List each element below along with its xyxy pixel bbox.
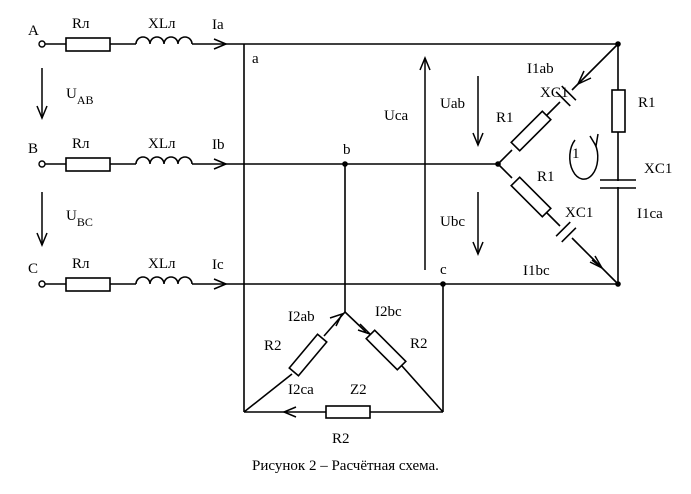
r1-ab-label: R1 [496, 110, 514, 126]
line-b [65, 156, 498, 172]
bus-wires [243, 44, 619, 412]
xc1-ca-label: XC1 [644, 161, 672, 177]
terminal-b-label: B [28, 141, 38, 157]
line-c [65, 276, 618, 292]
i1bc-label: I1bc [523, 263, 550, 279]
uab-source-arrow [36, 68, 48, 120]
load2-triangle [243, 311, 444, 419]
current-ic-label: Ic [212, 257, 224, 273]
line-a-resistor-label: Rл [72, 16, 90, 32]
i2ab-label: I2ab [288, 309, 315, 325]
r1-ca-label: R1 [638, 95, 656, 111]
xc1-ab-label: XC1 [540, 85, 568, 101]
load1-star [497, 43, 636, 285]
uab-label: Uab [440, 96, 465, 112]
node-c-label: c [440, 262, 447, 278]
i2bc-label: I2bc [375, 304, 402, 320]
terminal-b [38, 160, 66, 168]
i2ca-label: I2ca [288, 382, 314, 398]
i1ca-label: I1ca [637, 206, 663, 222]
ubc-source-arrow [36, 192, 48, 247]
ubc-label: Ubc [440, 214, 465, 230]
r1-bc-label: R1 [537, 169, 555, 185]
i1ab-label: I1ab [527, 61, 554, 77]
ubc-source-label: UBC [66, 208, 93, 229]
line-c-resistor-label: Rл [72, 256, 90, 272]
line-b-resistor-label: Rл [72, 136, 90, 152]
terminal-a [38, 40, 66, 48]
ubc-arrow [472, 192, 484, 256]
node-a-label: a [252, 51, 259, 67]
current-ib-label: Ib [212, 137, 225, 153]
line-b-inductor-label: XLл [148, 136, 176, 152]
xc1-bc-label: XC1 [565, 205, 593, 221]
circuit-schematic: A B C UAB UBC Rл [28, 16, 672, 447]
r2-ca-label: R2 [332, 431, 350, 447]
terminal-c [38, 280, 66, 288]
uca-label: Uca [384, 108, 408, 124]
loop-label: 1 [572, 146, 580, 162]
r2-ab-label: R2 [264, 338, 282, 354]
node-b-label: b [343, 142, 351, 158]
line-a-inductor-label: XLл [148, 16, 176, 32]
line-a [65, 36, 618, 52]
current-ia-label: Ia [212, 17, 224, 33]
uab-source-label: UAB [66, 86, 94, 107]
line-c-inductor-label: XLл [148, 256, 176, 272]
z2-label: Z2 [350, 382, 367, 398]
uca-arrow [419, 56, 431, 270]
terminal-c-label: C [28, 261, 38, 277]
r2-bc-label: R2 [410, 336, 428, 352]
terminal-a-label: A [28, 23, 39, 39]
uab-arrow [472, 76, 484, 147]
figure-caption: Рисунок 2 – Расчётная схема. [252, 458, 439, 474]
